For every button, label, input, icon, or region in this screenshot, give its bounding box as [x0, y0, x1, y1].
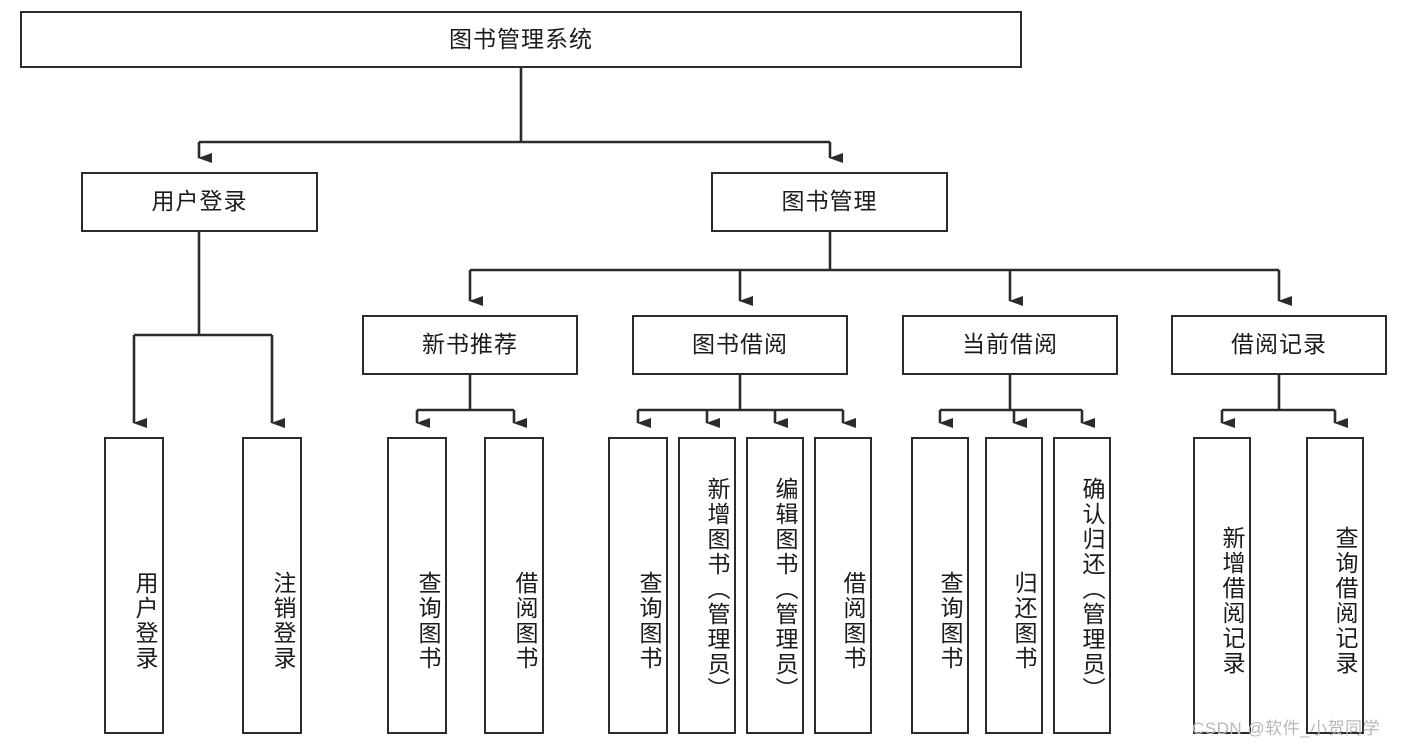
wires-userlogin-to-leaves [132, 232, 285, 428]
node-label: 编辑图书（管理员） [772, 477, 798, 702]
node-leaf-user-logout[interactable]: 注销登录 [242, 437, 302, 734]
node-label: 图书管理系统 [449, 25, 593, 52]
node-label: 归还图书 [1011, 570, 1037, 671]
node-label: 当前借阅 [962, 331, 1058, 358]
node-label: 确认归还（管理员） [1079, 477, 1105, 702]
node-root-book-management-system[interactable]: 图书管理系统 [20, 11, 1022, 68]
node-label: 查询图书 [415, 570, 441, 671]
node-leaf-borrow-book-2[interactable]: 借阅图书 [814, 437, 872, 734]
wires-borrowrecord-to-leaves [1220, 375, 1348, 428]
node-leaf-add-book[interactable]: 新增图书（管理员） [678, 437, 736, 734]
node-label: 新增借阅记录 [1219, 525, 1245, 676]
node-label: 图书管理 [781, 188, 878, 215]
node-leaf-add-record[interactable]: 新增借阅记录 [1193, 437, 1251, 734]
node-label: 借阅图书 [512, 570, 538, 671]
node-label: 新增图书（管理员） [704, 477, 730, 702]
node-book-borrow[interactable]: 图书借阅 [632, 315, 848, 375]
node-leaf-query-book-3[interactable]: 查询图书 [911, 437, 969, 734]
wires-root-to-level2 [197, 68, 843, 163]
node-book-manage[interactable]: 图书管理 [711, 172, 948, 232]
node-label: 借阅图书 [840, 570, 866, 671]
node-label: 用户登录 [132, 570, 158, 671]
node-leaf-return-book[interactable]: 归还图书 [985, 437, 1043, 734]
wires-bookmanage-to-level3 [468, 232, 1292, 306]
csdn-watermark: CSDN @软件_小贺同学 [1192, 719, 1381, 738]
wires-currentborrow-to-leaves [938, 375, 1095, 428]
node-label: 查询借阅记录 [1332, 525, 1358, 676]
node-leaf-confirm-return[interactable]: 确认归还（管理员） [1053, 437, 1111, 734]
node-current-borrow[interactable]: 当前借阅 [902, 315, 1118, 375]
wires-bookborrow-to-leaves [636, 375, 856, 428]
node-label: 查询图书 [937, 570, 963, 671]
node-leaf-user-login[interactable]: 用户登录 [104, 437, 164, 734]
node-leaf-query-book-1[interactable]: 查询图书 [387, 437, 447, 734]
wires-newbookrec-to-leaves [415, 375, 527, 428]
node-label: 新书推荐 [422, 331, 518, 358]
node-new-book-rec[interactable]: 新书推荐 [362, 315, 578, 375]
node-leaf-edit-book[interactable]: 编辑图书（管理员） [746, 437, 804, 734]
node-label: 图书借阅 [692, 331, 788, 358]
node-label: 借阅记录 [1231, 331, 1327, 358]
node-label: 注销登录 [270, 570, 296, 671]
node-leaf-query-book-2[interactable]: 查询图书 [608, 437, 668, 734]
node-leaf-borrow-book-1[interactable]: 借阅图书 [484, 437, 544, 734]
node-label: 查询图书 [636, 570, 662, 671]
node-label: 用户登录 [151, 188, 248, 215]
node-leaf-query-record[interactable]: 查询借阅记录 [1306, 437, 1364, 734]
node-user-login[interactable]: 用户登录 [81, 172, 318, 232]
node-borrow-record[interactable]: 借阅记录 [1171, 315, 1387, 375]
